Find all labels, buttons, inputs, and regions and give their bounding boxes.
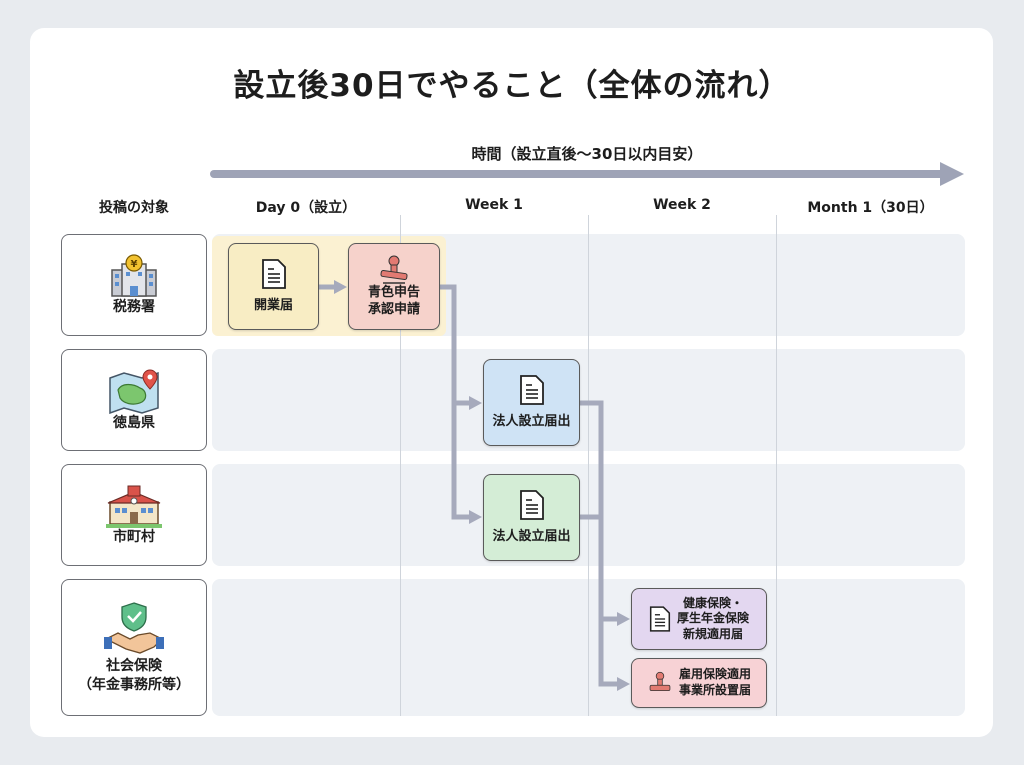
column-divider [588,215,589,716]
arrowhead [469,510,482,524]
row-label-text: 社会保険 [106,657,162,674]
document-icon [519,490,544,520]
row-label-text: 徳島県 [113,414,155,431]
task-city-hojin-setsuritsu[interactable]: 法人設立届出 [483,474,580,561]
task-label: 健康保険・ [682,595,743,610]
row-label-text: 税務署 [113,298,155,315]
tax-office-building-icon: ¥ [111,253,157,297]
document-icon [261,259,286,289]
page-title: 設立後30日でやること（全体の流れ） [233,68,791,104]
row-label-social-insurance: 社会保険 （年金事務所等） [61,579,207,716]
task-label: 厚生年金保険 [676,611,749,626]
task-aoiro-shinkoku[interactable]: 青色申告 承認申請 [348,243,440,330]
task-label: 法人設立届出 [492,414,571,430]
task-label: 雇用保険適用 [678,667,751,682]
task-label: 事業所設置届 [678,683,751,697]
stamp-icon [380,255,408,284]
row-label-text: 市町村 [113,528,155,545]
row-label-tax-office: ¥ 税務署 [61,234,207,336]
row-label-municipality: 市町村 [61,464,207,566]
timeline-arrow [210,162,964,186]
task-label: 承認申請 [367,301,420,317]
task-label: 青色申告 [367,284,420,300]
arrowhead [334,280,347,294]
arrowhead [617,612,630,626]
arrowhead [617,677,630,691]
handshake-shield-icon [104,601,164,654]
task-label: 新規適用届 [682,626,743,641]
task-label: 法人設立届出 [492,529,571,545]
column-header-month1: Month 1（30日） [807,200,934,216]
row-label-subtext: （年金事務所等） [78,676,190,693]
column-divider [400,215,401,716]
column-header-week1: Week 1 [465,197,523,213]
task-pref-hojin-setsuritsu[interactable]: 法人設立届出 [483,359,580,446]
task-label: 開業届 [253,298,293,314]
town-hall-icon [106,485,162,528]
timeline-label: 時間（設立直後〜30日以内目安） [471,145,703,163]
target-header: 投稿の対象 [99,200,169,216]
document-icon [519,375,544,405]
map-pin-icon [109,369,159,414]
arrowhead [469,396,482,410]
stamp-icon [649,671,671,692]
row-label-prefecture: 徳島県 [61,349,207,451]
document-icon [649,606,671,632]
task-kaigyo-todoke[interactable]: 開業届 [228,243,319,330]
column-header-day0: Day 0（設立） [255,200,357,216]
svg-text:¥: ¥ [131,259,138,270]
column-header-week2: Week 2 [653,197,711,213]
task-koyo-hoken[interactable]: 雇用保険適用 事業所設置届 [631,658,767,708]
task-shakai-hoken-shinki[interactable]: 健康保険・ 厚生年金保険 新規適用届 [631,588,767,650]
column-divider [776,215,777,716]
